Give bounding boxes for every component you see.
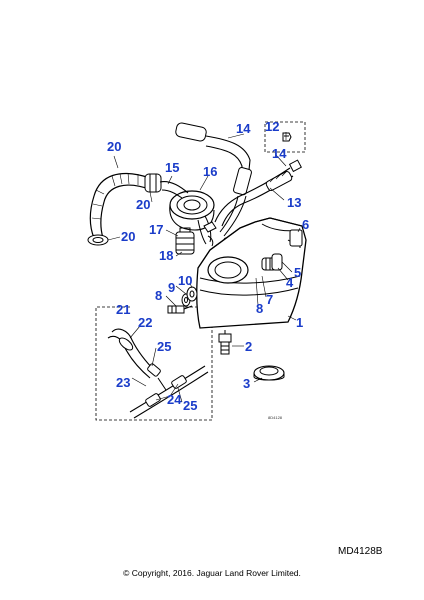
clip-17	[203, 221, 217, 247]
callout-23: 23	[116, 375, 131, 390]
bolt-8	[167, 305, 193, 314]
inset-box-21	[95, 306, 213, 421]
inset-pipe-24	[129, 365, 209, 419]
callout-25-top: 25	[157, 339, 172, 354]
drawing-reference-code: MD4128B	[338, 546, 383, 557]
fuel-tank-1	[196, 217, 307, 329]
callout-7: 7	[266, 292, 274, 307]
callout-24: 24	[167, 392, 182, 407]
callout-4: 4	[286, 275, 294, 290]
callout-14-top: 14	[236, 121, 251, 136]
callout-14-right: 14	[272, 146, 287, 161]
callout-5: 5	[294, 265, 302, 280]
callout-20-bottom: 20	[121, 229, 136, 244]
small-clip-12	[282, 132, 292, 142]
callout-3: 3	[243, 376, 251, 391]
callout-16: 16	[203, 164, 218, 179]
callout-21: 21	[116, 302, 131, 317]
breather-pipe-14	[175, 122, 252, 237]
callout-8-left: 8	[155, 288, 163, 303]
callout-10: 10	[178, 273, 193, 288]
inner-drawing-code: 8D4128	[268, 415, 283, 420]
hose-connector-5	[261, 253, 283, 271]
callout-15: 15	[165, 160, 180, 175]
inset-box-12	[264, 121, 306, 153]
callout-9: 9	[168, 280, 176, 295]
callout-25-bottom: 25	[183, 398, 198, 413]
inset-hose-22	[107, 328, 161, 379]
callout-8: 8	[256, 301, 264, 316]
callout-17: 17	[149, 222, 164, 237]
copyright-notice: © Copyright, 2016. Jaguar Land Rover Lim…	[123, 568, 301, 578]
callout-6: 6	[302, 217, 310, 232]
callout-13: 13	[287, 195, 302, 210]
bush-10	[186, 286, 198, 302]
leader-lines	[107, 132, 301, 403]
callout-2: 2	[245, 339, 253, 354]
callout-20-middle: 20	[136, 197, 151, 212]
filler-neck-16	[159, 181, 215, 245]
grommet-3	[253, 365, 285, 381]
callout-22: 22	[138, 315, 153, 330]
sender-unit-18	[175, 227, 195, 255]
callout-12: 12	[265, 119, 280, 134]
callout-20-top: 20	[107, 139, 122, 154]
drain-plug-2	[218, 330, 232, 355]
callout-18: 18	[159, 248, 174, 263]
vent-pipe-13	[214, 159, 302, 227]
callout-1: 1	[296, 315, 304, 330]
